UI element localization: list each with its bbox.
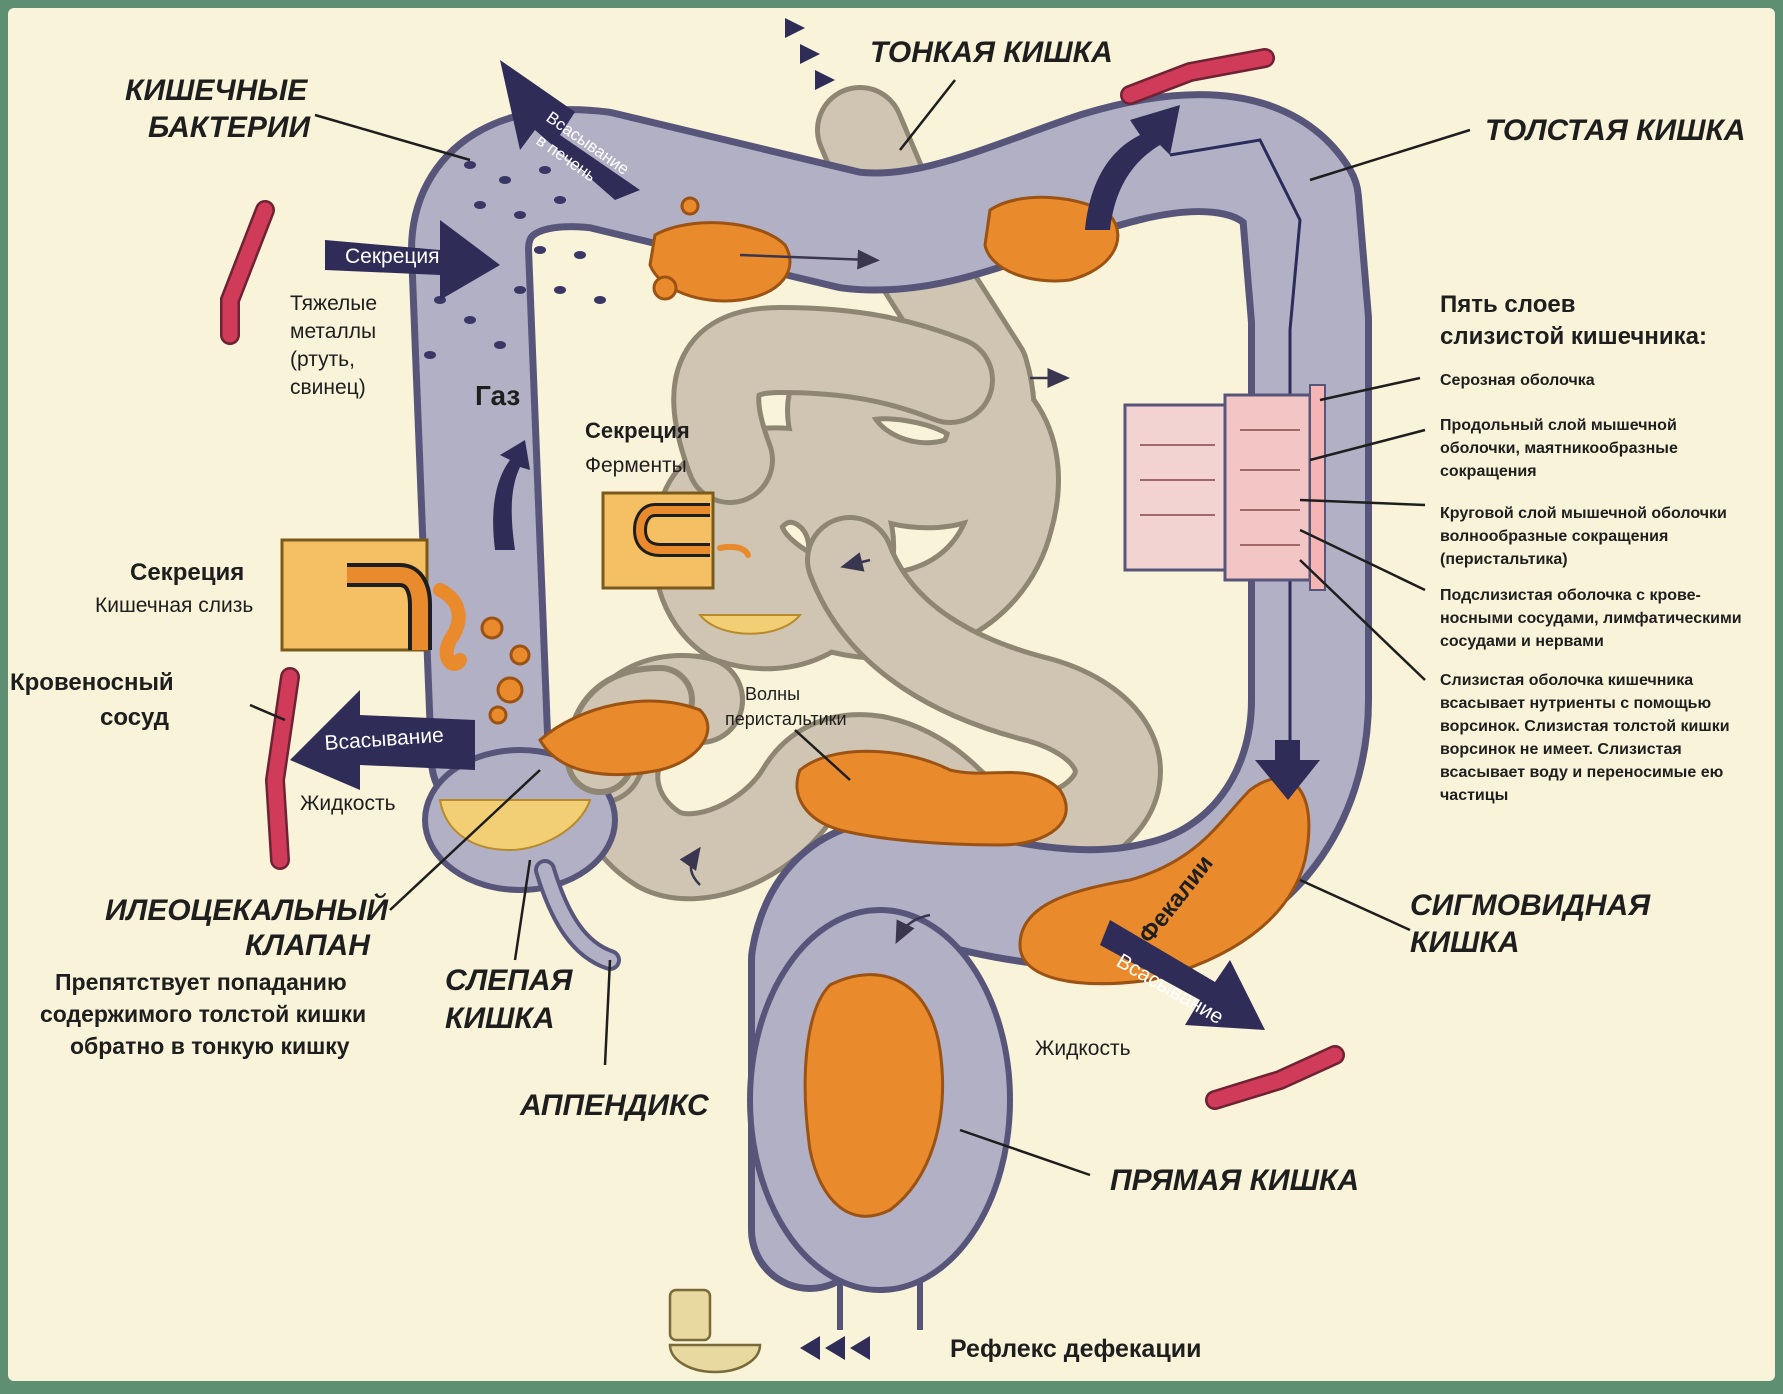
valve-desc-3: обратно в тонкую кишку [70,1033,350,1059]
label-cecum-2: КИШКА [445,1002,555,1035]
valve-desc-2: содержимого толстой кишки [40,1001,366,1027]
layers-cross-section [1125,385,1325,590]
label-sigmoid-2: КИШКА [1410,926,1520,959]
layers-title-2: слизистой кишечника: [1440,323,1707,350]
layer-1-line-1: Серозная оболочка [1440,372,1595,389]
label-secretion-enzymes-sub: Ферменты [585,454,687,477]
heavy-metals-4: свинец) [290,376,366,399]
layer-5-line-4: ворсинок не имеет. Слизистая [1440,741,1682,758]
label-cecum-1: СЛЕПАЯ [445,964,574,997]
label-gas: Газ [475,380,520,411]
layer-5-line-1: Слизистая оболочка кишечника [1440,672,1693,689]
layer-5-line-3: ворсинок. Слизистая толстой кишки [1440,718,1730,735]
label-vessel-1: Кровеносный [10,669,174,696]
label-peristalsis-1: Волны [745,684,800,704]
layer-3-line-1: Круговой слой мышечной оболочки [1440,505,1727,522]
label-small-intestine: ТОНКАЯ КИШКА [870,36,1113,69]
layer-3-line-2: волнообразные сокращения [1440,528,1668,545]
layer-5-line-5: всасывает воду и переносимые ею [1440,764,1724,781]
label-rectum: ПРЯМАЯ КИШКА [1110,1164,1359,1197]
layer-5-line-2: всасывает нутриенты с помощью [1440,695,1712,712]
label-defecation: Рефлекс дефекации [950,1335,1201,1363]
label-vessel-2: сосуд [100,704,169,731]
layer-5-line-6: частицы [1440,787,1508,804]
label-bacteria-1: КИШЕЧНЫЕ [125,74,308,107]
layer-4-line-3: сосудами и нервами [1440,633,1604,650]
layer-2-line-2: оболочки, маятникообразные [1440,440,1678,457]
label-fluid-left: Жидкость [300,792,396,815]
heavy-metals-1: Тяжелые [290,292,377,315]
label-fluid-right: Жидкость [1035,1037,1131,1060]
label-secretion-enzymes: Секреция [585,418,690,443]
layer-2-line-1: Продольный слой мышечной [1440,417,1677,434]
layers-title-1: Пять слоев [1440,291,1575,318]
layer-4-line-2: носными сосудами, лимфатическими [1440,610,1742,627]
label-valve-2: КЛАПАН [245,929,371,962]
label-bacteria-2: БАКТЕРИИ [148,111,311,144]
label-secretion-mucus: Секреция [130,559,244,586]
valve-desc-1: Препятствует попаданию [55,969,347,995]
label-peristalsis-2: перистальтики [725,709,847,729]
label-secretion-mucus-sub: Кишечная слизь [95,594,253,617]
label-sigmoid-1: СИГМОВИДНАЯ [1410,889,1651,922]
label-valve-1: ИЛЕОЦЕКАЛЬНЫЙ [105,892,389,927]
heavy-metals-3: (ртуть, [290,348,355,371]
layer-2-line-3: сокращения [1440,463,1537,480]
layer-3-line-3: (перистальтика) [1440,551,1568,568]
label-appendix: АППЕНДИКС [519,1089,710,1122]
heavy-metals-2: металлы [290,320,376,343]
label-large-intestine: ТОЛСТАЯ КИШКА [1485,114,1746,147]
layer-4-line-1: Подслизистая оболочка с крове- [1440,587,1701,604]
arrow-secretion-label: Секреция [345,245,440,268]
